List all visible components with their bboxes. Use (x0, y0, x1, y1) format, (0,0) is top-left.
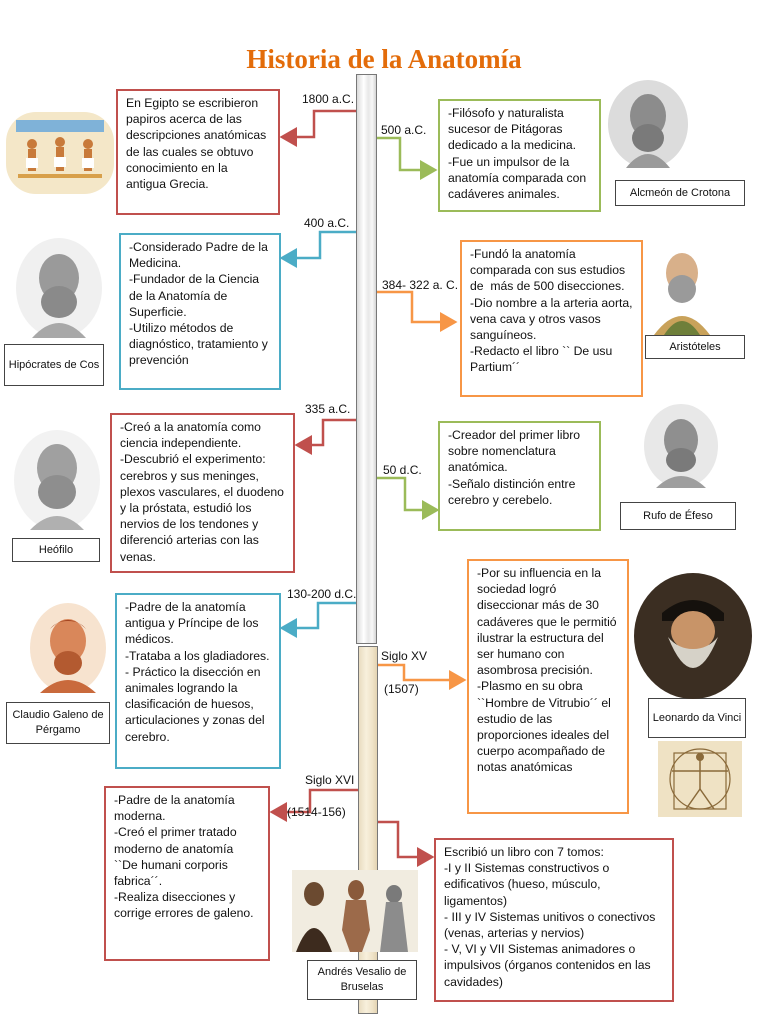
box-tomos-line: - III y IV Sistemas unitivos o conectivo… (444, 909, 659, 941)
box-heofilo: -Creó a la anatomía como ciencia indepen… (110, 413, 295, 573)
box-heofilo-line: -Creó a la anatomía como ciencia indepen… (120, 420, 265, 451)
name-heofilo: Heófilo (12, 538, 100, 562)
bust-icon (16, 238, 102, 338)
box-vesalio-line: -Padre de la anatomía moderna. (114, 793, 238, 824)
date-400-ac: 400 a.C. (304, 216, 350, 230)
box-tomos-line: Escribió un libro con 7 tomos: (444, 845, 604, 859)
box-leonardo: -Por su influencia en la sociedad logró … (467, 559, 629, 814)
box-alcmeon-line: -Fue un impulsor de la anatomía comparad… (448, 154, 590, 202)
page-title: Historia de la Anatomía (246, 44, 522, 74)
date-384-322-ac: 384- 322 a. C. (382, 278, 459, 292)
date-1800-ac: 1800 a.C. (302, 92, 355, 106)
bust-icon (644, 404, 718, 488)
name-leonardo: Leonardo da Vinci (648, 698, 746, 738)
date-siglo-xv: Siglo XV (381, 649, 428, 663)
box-rufo-line: -Creador del primer libro sobre nomencla… (448, 428, 584, 475)
box-alcmeon-line: -Filósofo y naturalista sucesor de Pitág… (448, 106, 577, 153)
box-aristoteles: -Fundó la anatomía comparada con sus est… (460, 240, 643, 397)
name-hipocrates: Hipócrates de Cos (4, 344, 104, 386)
timeline-bar-ancient (356, 74, 377, 644)
box-aristoteles-line: -Dio nombre a la arteria aorta, vena cav… (470, 295, 636, 343)
date-1514-156: (1514-156) (287, 805, 346, 819)
date-335-ac: 335 a.C. (305, 402, 351, 416)
box-hipocrates-line: -Considerado Padre de la Medicina. (129, 240, 272, 271)
box-vesalio-line: -Realiza disecciones y corrige errores d… (114, 890, 254, 921)
box-rufo: -Creador del primer libro sobre nomencla… (438, 421, 601, 531)
box-hipocrates-line: -Fundador de la Ciencia de la Anatomía d… (129, 272, 263, 319)
box-galeno-line: - Práctico la disección en animales logr… (125, 664, 268, 744)
box-vesalio-line: -Creó el primer tratado moderno de anato… (114, 825, 240, 889)
name-rufo: Rufo de Éfeso (620, 502, 736, 530)
box-leonardo-line: -Plasmo en su obra ``Hombre de Vitrubio´… (477, 679, 615, 775)
box-heofilo-line: -Descubrió el experimento: cerebros y su… (120, 452, 288, 564)
portrait-icon (30, 603, 106, 693)
date-1507: (1507) (384, 682, 419, 696)
box-hipocrates: -Considerado Padre de la Medicina. -Fund… (119, 233, 281, 390)
box-rufo-line: -Señalo distinción entre cerebro y cereb… (448, 476, 579, 507)
date-130-200-dc: 130-200 d.C. (287, 587, 357, 601)
box-tomos: Escribió un libro con 7 tomos: -I y II S… (434, 838, 674, 1002)
box-leonardo-line: -Por su influencia en la sociedad logró … (477, 566, 620, 678)
date-500-ac: 500 a.C. (381, 123, 427, 137)
vitruvian-man-icon (658, 741, 742, 817)
box-aristoteles-line: -Redacto el libro `` De usu Partium´´ (470, 344, 616, 375)
portrait-icon (634, 573, 752, 699)
date-50-dc: 50 d.C. (383, 463, 422, 477)
box-galeno-line: -Padre de la anatomía antigua y Príncipe… (125, 600, 262, 647)
box-egipto: En Egipto se escribieron papiros acerca … (116, 89, 280, 215)
name-alcmeon: Alcmeón de Crotona (615, 180, 745, 206)
box-galeno: -Padre de la anatomía antigua y Príncipe… (115, 593, 281, 769)
box-egipto-line: En Egipto se escribieron papiros acerca … (126, 96, 270, 192)
bust-icon (14, 430, 100, 530)
box-hipocrates-line: -Utilizo métodos de diagnóstico, tratami… (129, 321, 272, 368)
date-siglo-xvi: Siglo XVI (305, 773, 355, 787)
box-alcmeon: -Filósofo y naturalista sucesor de Pitág… (438, 99, 601, 212)
box-aristoteles-line: -Fundó la anatomía comparada con sus est… (470, 247, 629, 294)
egyptian-papyrus-icon (6, 112, 114, 194)
box-tomos-line: -I y II Sistemas constructivos o edifica… (444, 861, 613, 908)
bust-icon (608, 80, 688, 168)
box-galeno-line: -Trataba a los gladiadores. (125, 648, 270, 663)
name-galeno: Claudio Galeno de Pérgamo (6, 702, 110, 744)
box-vesalio: -Padre de la anatomía moderna. -Creó el … (104, 786, 270, 961)
anatomy-illustration-icon (292, 870, 418, 952)
name-aristoteles: Aristóteles (645, 335, 745, 359)
box-tomos-line: - V, VI y VII Sistemas animadores o impu… (444, 942, 655, 989)
bust-icon (654, 253, 710, 335)
timeline-bar-modern (358, 646, 378, 1014)
name-vesalio: Andrés Vesalio de Bruselas (307, 960, 417, 1000)
